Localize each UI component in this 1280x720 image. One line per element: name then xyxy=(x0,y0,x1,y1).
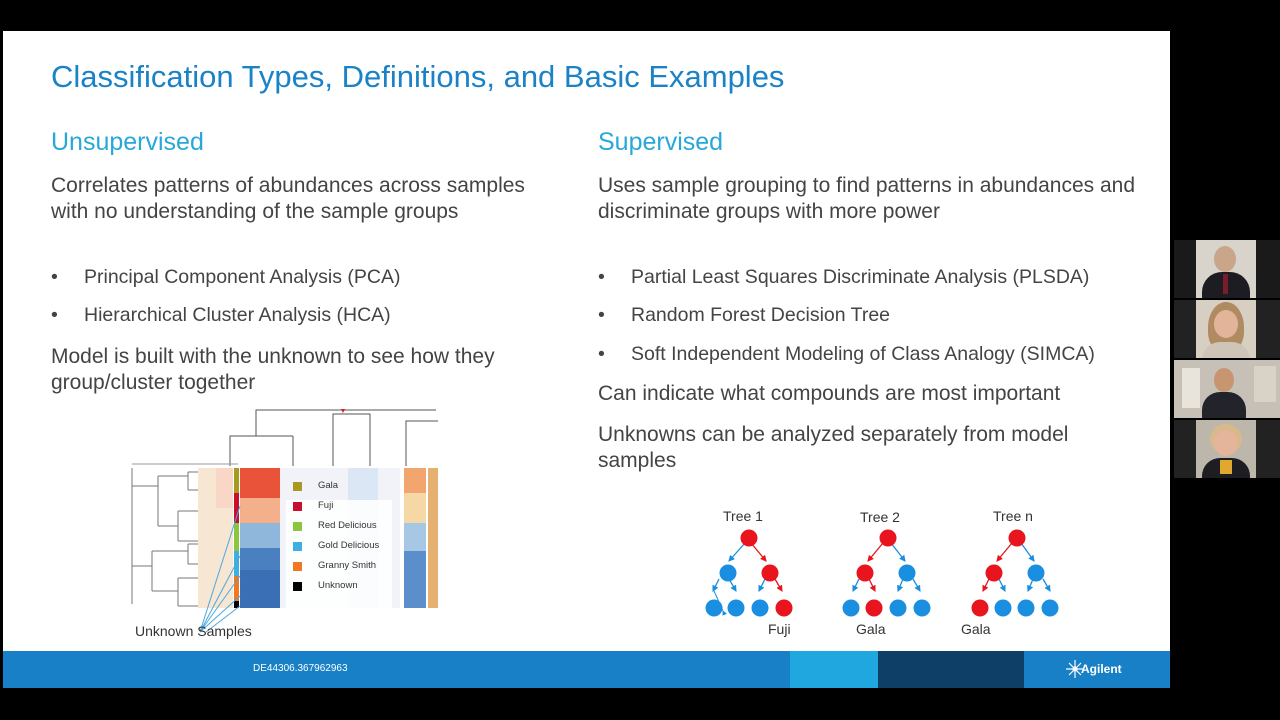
unknown-samples-caption: Unknown Samples xyxy=(135,623,252,639)
participant-video-3[interactable] xyxy=(1174,360,1280,418)
tree-node xyxy=(971,599,989,617)
legend-swatch xyxy=(293,502,302,511)
tree-node xyxy=(898,564,916,582)
footer-accent xyxy=(878,651,1024,688)
bullet-item: •Soft Independent Modeling of Class Anal… xyxy=(598,343,1095,365)
tree-1-label: Tree 1 xyxy=(723,508,763,524)
legend-swatch xyxy=(293,582,302,591)
footer-id: DE44306.367962963 xyxy=(253,663,348,674)
tree-node xyxy=(856,564,874,582)
slide-title: Classification Types, Definitions, and B… xyxy=(51,59,785,94)
tree-node xyxy=(727,599,745,617)
hca-dendrogram-figure xyxy=(131,409,438,634)
tree-n-label: Tree n xyxy=(993,508,1033,524)
participant-video-4[interactable] xyxy=(1174,420,1280,478)
supervised-point-2: Unknowns can be analyzed separately from… xyxy=(598,423,1069,472)
footer-bar xyxy=(3,651,790,688)
unsupervised-description: Correlates patterns of abundances across… xyxy=(51,174,525,223)
tree-node xyxy=(865,599,883,617)
supervised-point-1: Can indicate what compounds are most imp… xyxy=(598,382,1061,405)
tree-node xyxy=(751,599,769,617)
tree-node xyxy=(879,529,897,547)
agilent-logo-text: Agilent xyxy=(1081,662,1122,676)
tree-node xyxy=(740,529,758,547)
tree-node xyxy=(1008,529,1026,547)
supervised-heading: Supervised xyxy=(598,128,724,156)
tree-node xyxy=(985,564,1003,582)
tree-2-result: Gala xyxy=(856,621,886,637)
tree-node xyxy=(775,599,793,617)
tree-2 xyxy=(842,529,931,617)
tree-2-label: Tree 2 xyxy=(860,509,900,525)
agilent-spark-icon xyxy=(1066,660,1084,678)
participant-thumbnail xyxy=(1196,300,1256,358)
participant-video-1[interactable] xyxy=(1174,240,1280,298)
participant-thumbnail xyxy=(1196,240,1256,298)
participant-thumbnail xyxy=(1174,360,1280,418)
legend-swatch xyxy=(293,482,302,491)
footer-accent xyxy=(1024,651,1170,688)
legend-swatch xyxy=(293,542,302,551)
tree-1-result: Fuji xyxy=(768,621,791,637)
legend-swatch xyxy=(293,522,302,531)
tree-1 xyxy=(705,529,793,617)
tree-node xyxy=(1027,564,1045,582)
slide-footer: DE44306.367962963 Agilent xyxy=(3,651,1170,688)
participant-video-2[interactable] xyxy=(1174,300,1280,358)
bullet-item: •Principal Component Analysis (PCA) xyxy=(51,266,401,288)
bullet-item: •Hierarchical Cluster Analysis (HCA) xyxy=(51,304,391,326)
tree-node xyxy=(761,564,779,582)
tree-node xyxy=(889,599,907,617)
footer-accent xyxy=(790,651,878,688)
unsupervised-heading: Unsupervised xyxy=(51,128,204,156)
tree-node xyxy=(913,599,931,617)
unsupervised-note: Model is built with the unknown to see h… xyxy=(51,345,495,394)
tree-node xyxy=(1017,599,1035,617)
tree-node xyxy=(719,564,737,582)
tree-node xyxy=(994,599,1012,617)
random-forest-trees xyxy=(705,529,1059,617)
supervised-description: Uses sample grouping to find patterns in… xyxy=(598,174,1136,223)
tree-node xyxy=(1041,599,1059,617)
bullet-item: •Partial Least Squares Discriminate Anal… xyxy=(598,266,1090,288)
tree-n xyxy=(971,529,1059,617)
bullet-item: •Random Forest Decision Tree xyxy=(598,304,891,326)
tree-node xyxy=(842,599,860,617)
participant-thumbnail xyxy=(1196,420,1256,478)
presentation-slide: Classification Types, Definitions, and B… xyxy=(3,31,1170,688)
tree-node xyxy=(705,599,723,617)
legend-swatch xyxy=(293,562,302,571)
tree-n-result: Gala xyxy=(961,621,991,637)
